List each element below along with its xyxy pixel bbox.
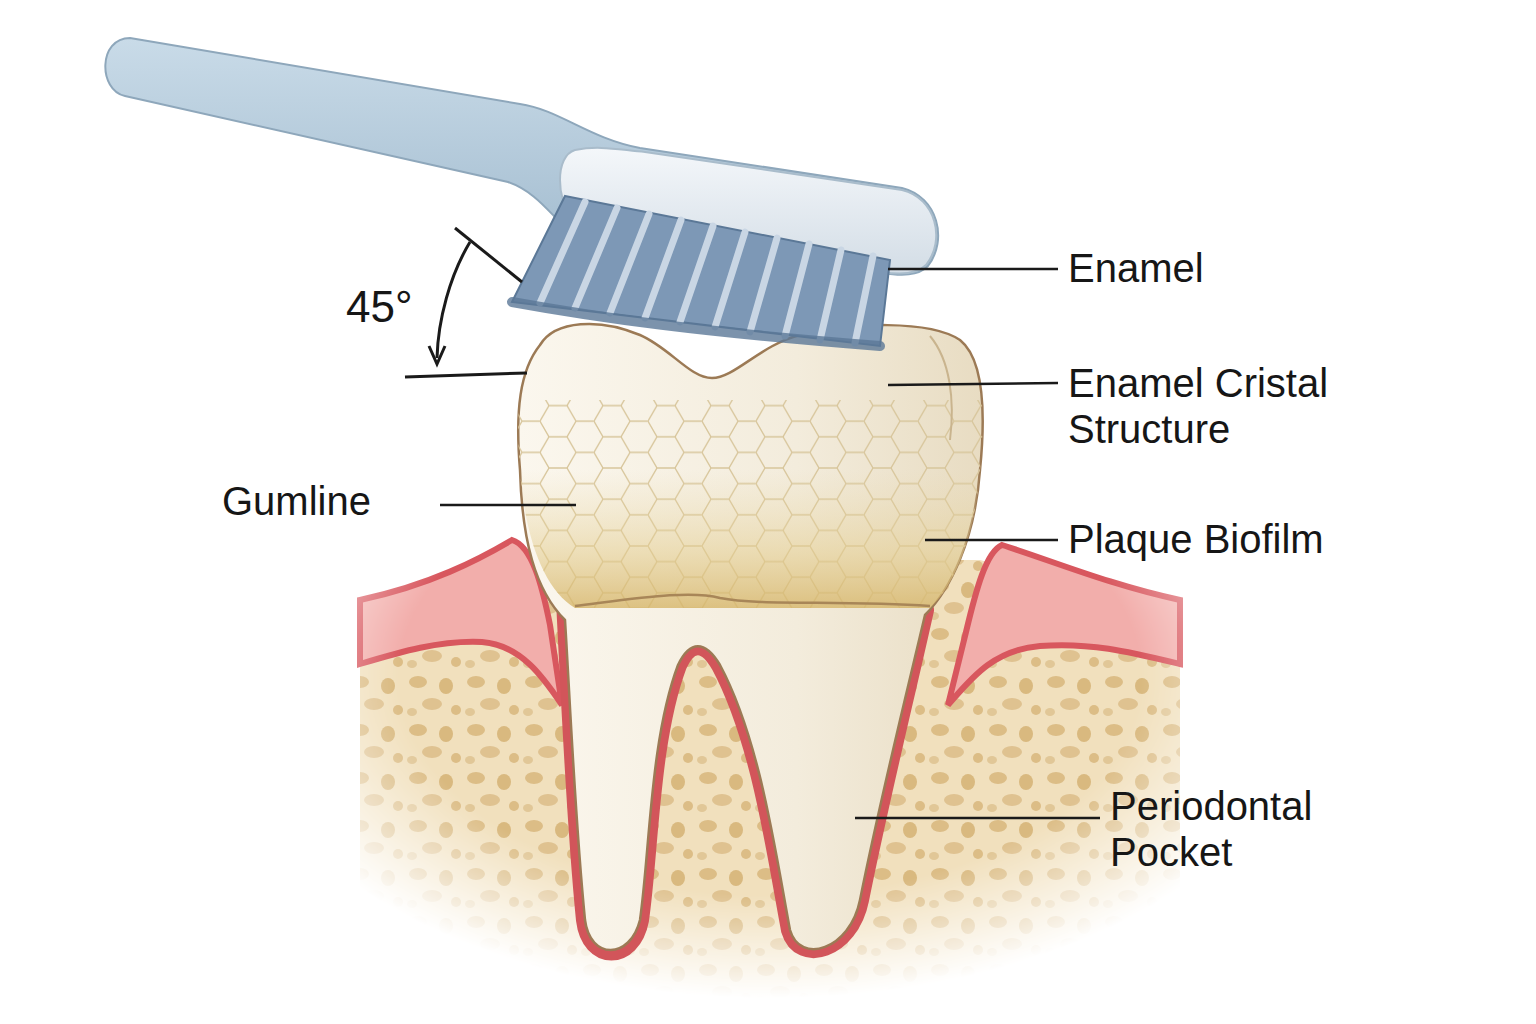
enamel-crystal-pattern bbox=[510, 400, 990, 620]
part-label: Periodontal Pocket bbox=[1110, 783, 1400, 875]
toothbrush-handle bbox=[105, 38, 938, 275]
gum-right bbox=[948, 545, 1180, 705]
part-label: Enamel Cristal Structure bbox=[1068, 360, 1398, 452]
part-label: Enamel bbox=[1068, 245, 1204, 291]
crown-surface bbox=[510, 400, 990, 620]
angle-label: 45° bbox=[346, 282, 413, 333]
angle-marker bbox=[405, 228, 527, 377]
part-label: Plaque Biofilm bbox=[1068, 516, 1324, 562]
bristles bbox=[512, 196, 890, 346]
cusp-shade bbox=[930, 336, 952, 440]
gum-left bbox=[360, 540, 562, 705]
crown-margin bbox=[575, 595, 930, 606]
plaque-layer bbox=[510, 470, 990, 620]
leader-lines bbox=[440, 269, 1100, 818]
part-label: Gumline bbox=[222, 478, 371, 524]
